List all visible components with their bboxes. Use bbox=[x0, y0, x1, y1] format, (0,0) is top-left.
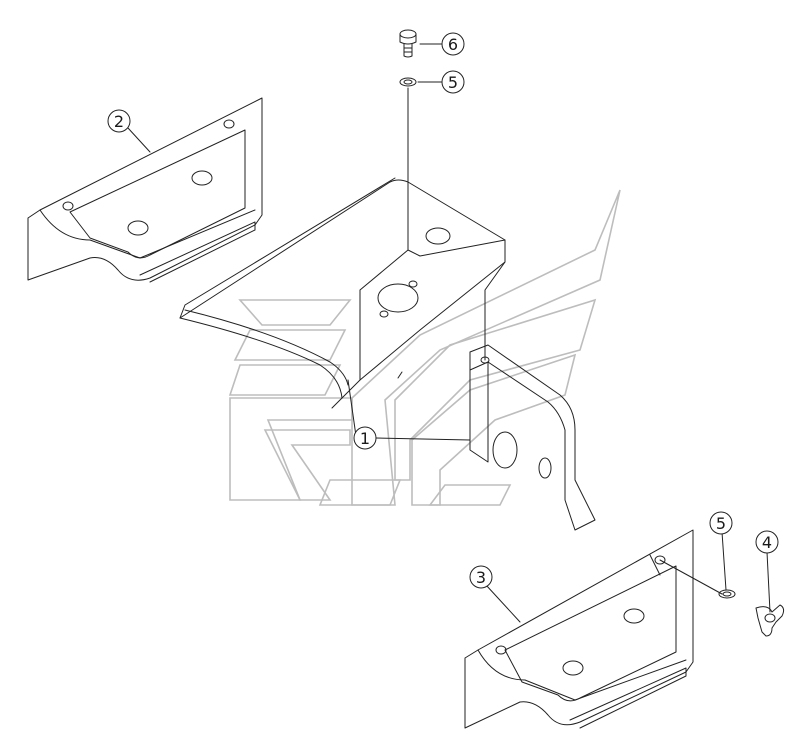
watermark-stripe bbox=[263, 429, 351, 501]
part-5-washer-right bbox=[718, 589, 736, 599]
left-panel-outline bbox=[27, 97, 263, 281]
left-panel-flange bbox=[39, 209, 256, 259]
right-panel-hole bbox=[562, 660, 584, 676]
bolt-thread bbox=[403, 47, 413, 53]
right-panel-inner bbox=[504, 565, 677, 702]
watermark-bar bbox=[318, 479, 402, 506]
part-5-washer-top bbox=[399, 77, 417, 87]
part-3-right-panel bbox=[464, 529, 694, 729]
washer-inner bbox=[403, 79, 413, 85]
callout-circle bbox=[107, 109, 131, 133]
washer-outer bbox=[718, 589, 736, 599]
left-panel-inner bbox=[69, 129, 246, 259]
leader-2 bbox=[127, 127, 151, 153]
part-6-bolt bbox=[399, 29, 417, 58]
wing-nut-body bbox=[755, 604, 785, 637]
callout-label: 6 bbox=[448, 35, 458, 54]
callout-5-top: 5 bbox=[441, 70, 465, 94]
bracket-small-hole bbox=[538, 457, 552, 479]
side-bracket bbox=[469, 344, 596, 531]
callout-circle bbox=[469, 565, 493, 589]
side-bracket-face bbox=[469, 361, 489, 463]
watermark-chevron bbox=[351, 189, 621, 506]
leader-4 bbox=[766, 551, 771, 613]
callout-1: 1 bbox=[353, 426, 377, 450]
callout-circle bbox=[353, 426, 377, 450]
callout-4: 4 bbox=[755, 530, 779, 554]
bolt-shank bbox=[403, 43, 413, 58]
right-panel-outline bbox=[464, 529, 694, 729]
watermark-logo bbox=[228, 189, 621, 506]
right-panel-hole bbox=[654, 555, 666, 565]
leader-1b bbox=[375, 437, 471, 441]
watermark-stripe bbox=[229, 397, 353, 501]
right-panel-edge bbox=[649, 554, 661, 576]
callout-5-right: 5 bbox=[709, 511, 733, 535]
right-panel-hole bbox=[623, 608, 645, 624]
left-panel-bottom-lip bbox=[139, 221, 256, 283]
callout-label: 4 bbox=[762, 533, 772, 552]
main-cover-lip bbox=[179, 177, 396, 319]
watermark-bar bbox=[428, 484, 512, 506]
bolt-head bbox=[399, 33, 417, 45]
callout-label: 1 bbox=[360, 429, 370, 448]
left-panel-hole bbox=[62, 201, 74, 211]
wing-nut-hole bbox=[764, 613, 776, 623]
callout-label: 2 bbox=[114, 112, 124, 131]
watermark-bar bbox=[233, 329, 347, 361]
main-cover-large-hole bbox=[377, 283, 419, 313]
callout-6: 6 bbox=[441, 32, 465, 56]
callout-2: 2 bbox=[107, 109, 131, 133]
main-cover-side-edge bbox=[359, 249, 409, 381]
leader-3 bbox=[485, 584, 521, 623]
callout-circle bbox=[441, 32, 465, 56]
callout-circle bbox=[709, 511, 733, 535]
part-2-left-panel bbox=[27, 97, 263, 283]
leader-lines bbox=[127, 43, 771, 623]
callout-circle bbox=[441, 70, 465, 94]
washer-inner bbox=[722, 591, 732, 597]
leader-5b bbox=[721, 531, 727, 591]
callout-label: 5 bbox=[716, 514, 726, 533]
right-panel-hole bbox=[495, 645, 507, 655]
watermark-chevron bbox=[411, 353, 577, 506]
main-cover-small-hole bbox=[379, 310, 389, 318]
watermark-bar bbox=[228, 364, 342, 396]
bracket-large-hole bbox=[492, 431, 518, 469]
bolt-head-top bbox=[399, 29, 417, 39]
main-cover-small-hole bbox=[408, 280, 418, 288]
main-cover-rear-edge bbox=[484, 261, 506, 361]
main-cover-top-edge bbox=[179, 179, 506, 409]
part-4-wing-nut bbox=[755, 604, 785, 637]
main-cover-front-curve bbox=[179, 317, 343, 399]
main-cover-hole bbox=[425, 227, 451, 245]
leader-1 bbox=[347, 379, 357, 437]
callout-label: 5 bbox=[448, 73, 458, 92]
left-panel-hole bbox=[223, 119, 235, 129]
mark bbox=[397, 371, 403, 379]
callout-label: 3 bbox=[476, 568, 486, 587]
washer-outer bbox=[399, 77, 417, 87]
assembly-line-right bbox=[659, 559, 723, 595]
callout-circle bbox=[755, 530, 779, 554]
right-panel-flange bbox=[477, 649, 687, 701]
callout-3: 3 bbox=[469, 565, 493, 589]
right-panel-bottom-lip bbox=[569, 667, 687, 729]
left-panel-hole bbox=[191, 170, 213, 186]
main-cover-front-curve-inner bbox=[184, 309, 349, 386]
left-panel-hole bbox=[127, 220, 149, 236]
watermark-bar bbox=[238, 299, 352, 326]
part-1-main-cover bbox=[179, 177, 596, 531]
main-cover-back-panel bbox=[407, 181, 506, 257]
